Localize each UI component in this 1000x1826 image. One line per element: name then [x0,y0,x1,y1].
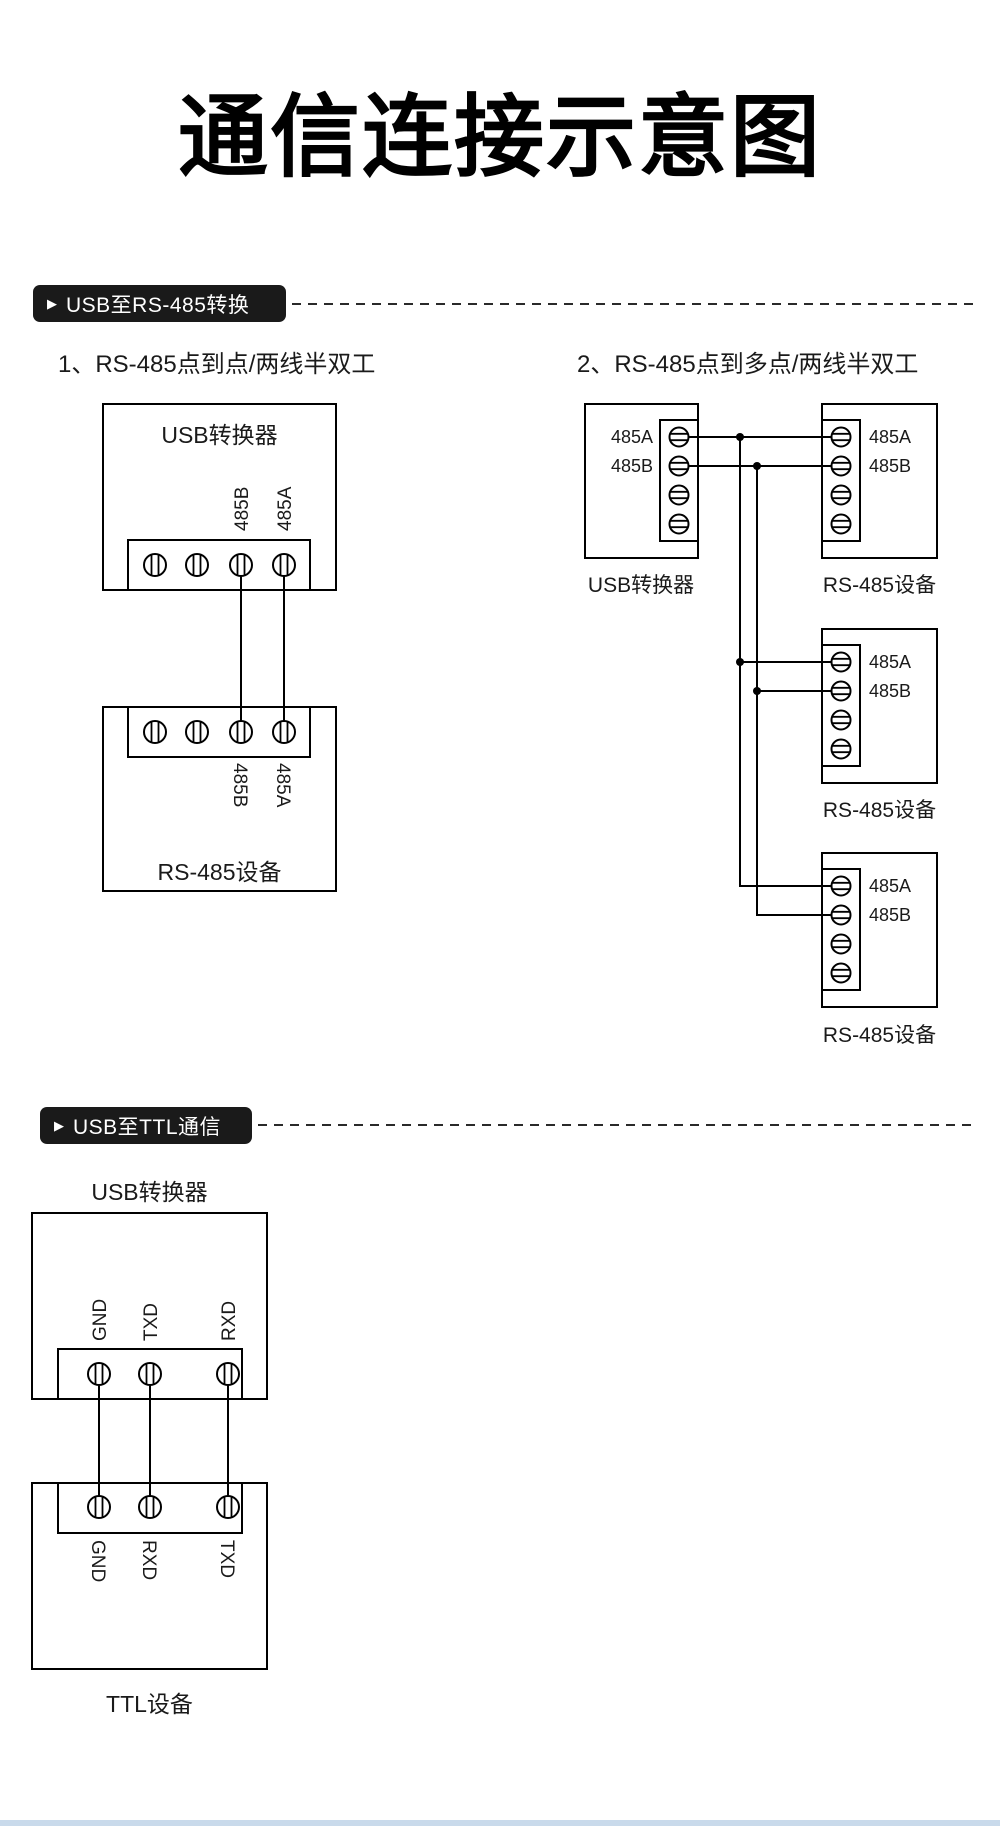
screw-terminal-icon [830,709,852,731]
junction-dot [736,658,744,666]
screw-terminal-icon [229,720,253,744]
screw-terminal-icon [830,455,852,477]
junction-dot [753,687,761,695]
screw-terminal-icon [668,484,690,506]
multidrop-device3-pin-485a: 485A [869,876,911,896]
multidrop-device1-label: RS-485设备 [822,574,937,597]
screw-terminal-icon [138,1495,162,1519]
multidrop-device3-label: RS-485设备 [822,1024,937,1047]
screw-terminal-icon [138,1362,162,1386]
screw-terminal-icon [830,875,852,897]
diagram-rs485-p2p [102,403,337,892]
screw-terminal-icon [668,513,690,535]
ttl-converter-label: USB转换器 [91,1179,208,1205]
multidrop-device2-pin-485b: 485B [869,681,911,701]
screw-terminal-icon [668,455,690,477]
junction-dot [753,462,761,470]
footer-accent-bar [0,1820,1000,1826]
p2p-device-pin-485a: 485A [272,763,293,808]
play-arrow-icon: ▶ [47,296,57,311]
multidrop-device2-pin-485a: 485A [869,652,911,672]
page-title: 通信连接示意图 [178,88,822,188]
screw-terminal-icon [143,720,167,744]
ttl-device-pin-txd: TXD [216,1540,237,1578]
p2p-device-pin-485b: 485B [229,763,250,807]
multidrop-device1-pin-485b: 485B [869,456,911,476]
section-header-usb-to-rs485: ▶ USB至RS-485转换 [33,285,286,322]
multidrop-converter-terminal-strip [659,419,699,542]
multidrop-converter-pin-485a: 485A [611,427,653,447]
screw-terminal-icon [830,484,852,506]
play-arrow-icon: ▶ [54,1118,64,1133]
section-header-label: USB至RS-485转换 [66,293,250,317]
screw-terminal-icon [272,720,296,744]
section-header-label: USB至TTL通信 [73,1115,222,1139]
screw-terminal-icon [185,553,209,577]
ttl-converter-pin-txd: TXD [141,1303,162,1341]
ttl-device-pin-rxd: RXD [138,1540,159,1580]
screw-terminal-icon [216,1495,240,1519]
ttl-converter-pin-gnd: GND [90,1299,111,1341]
screw-terminal-icon [229,553,253,577]
screw-terminal-icon [668,426,690,448]
screw-terminal-icon [87,1362,111,1386]
junction-dot [736,433,744,441]
screw-terminal-icon [87,1495,111,1519]
multidrop-device1-pin-485a: 485A [869,427,911,447]
screw-terminal-icon [830,933,852,955]
diagram-usb-ttl [31,1212,268,1670]
multidrop-device2-label: RS-485设备 [822,799,937,822]
screw-terminal-icon [830,904,852,926]
p2p-converter-pin-485a: 485A [275,486,296,531]
subtitle-point-to-point: 1、RS-485点到点/两线半双工 [58,351,376,378]
screw-terminal-icon [185,720,209,744]
p2p-converter-label: USB转换器 [161,422,278,448]
screw-terminal-icon [830,426,852,448]
wire-bus-b-trunk [756,466,841,916]
p2p-converter-pin-485b: 485B [232,487,253,531]
multidrop-converter-label: USB转换器 [587,574,695,597]
section-header-usb-to-ttl: ▶ USB至TTL通信 [40,1107,252,1144]
screw-terminal-icon [830,680,852,702]
diagram-rs485-multidrop [584,403,938,1008]
multidrop-device3-pin-485b: 485B [869,905,911,925]
screw-terminal-icon [216,1362,240,1386]
screw-terminal-icon [143,553,167,577]
multidrop-converter-pin-485b: 485B [611,456,653,476]
wire-bus-a-trunk [739,437,841,887]
screw-terminal-icon [272,553,296,577]
ttl-converter-pin-rxd: RXD [219,1301,240,1341]
p2p-device-label: RS-485设备 [157,859,282,885]
subtitle-point-to-multipoint: 2、RS-485点到多点/两线半双工 [577,351,919,378]
screw-terminal-icon [830,962,852,984]
ttl-device-pin-gnd: GND [87,1540,108,1582]
ttl-device-label: TTL设备 [106,1691,193,1717]
screw-terminal-icon [830,651,852,673]
screw-terminal-icon [830,513,852,535]
screw-terminal-icon [830,738,852,760]
